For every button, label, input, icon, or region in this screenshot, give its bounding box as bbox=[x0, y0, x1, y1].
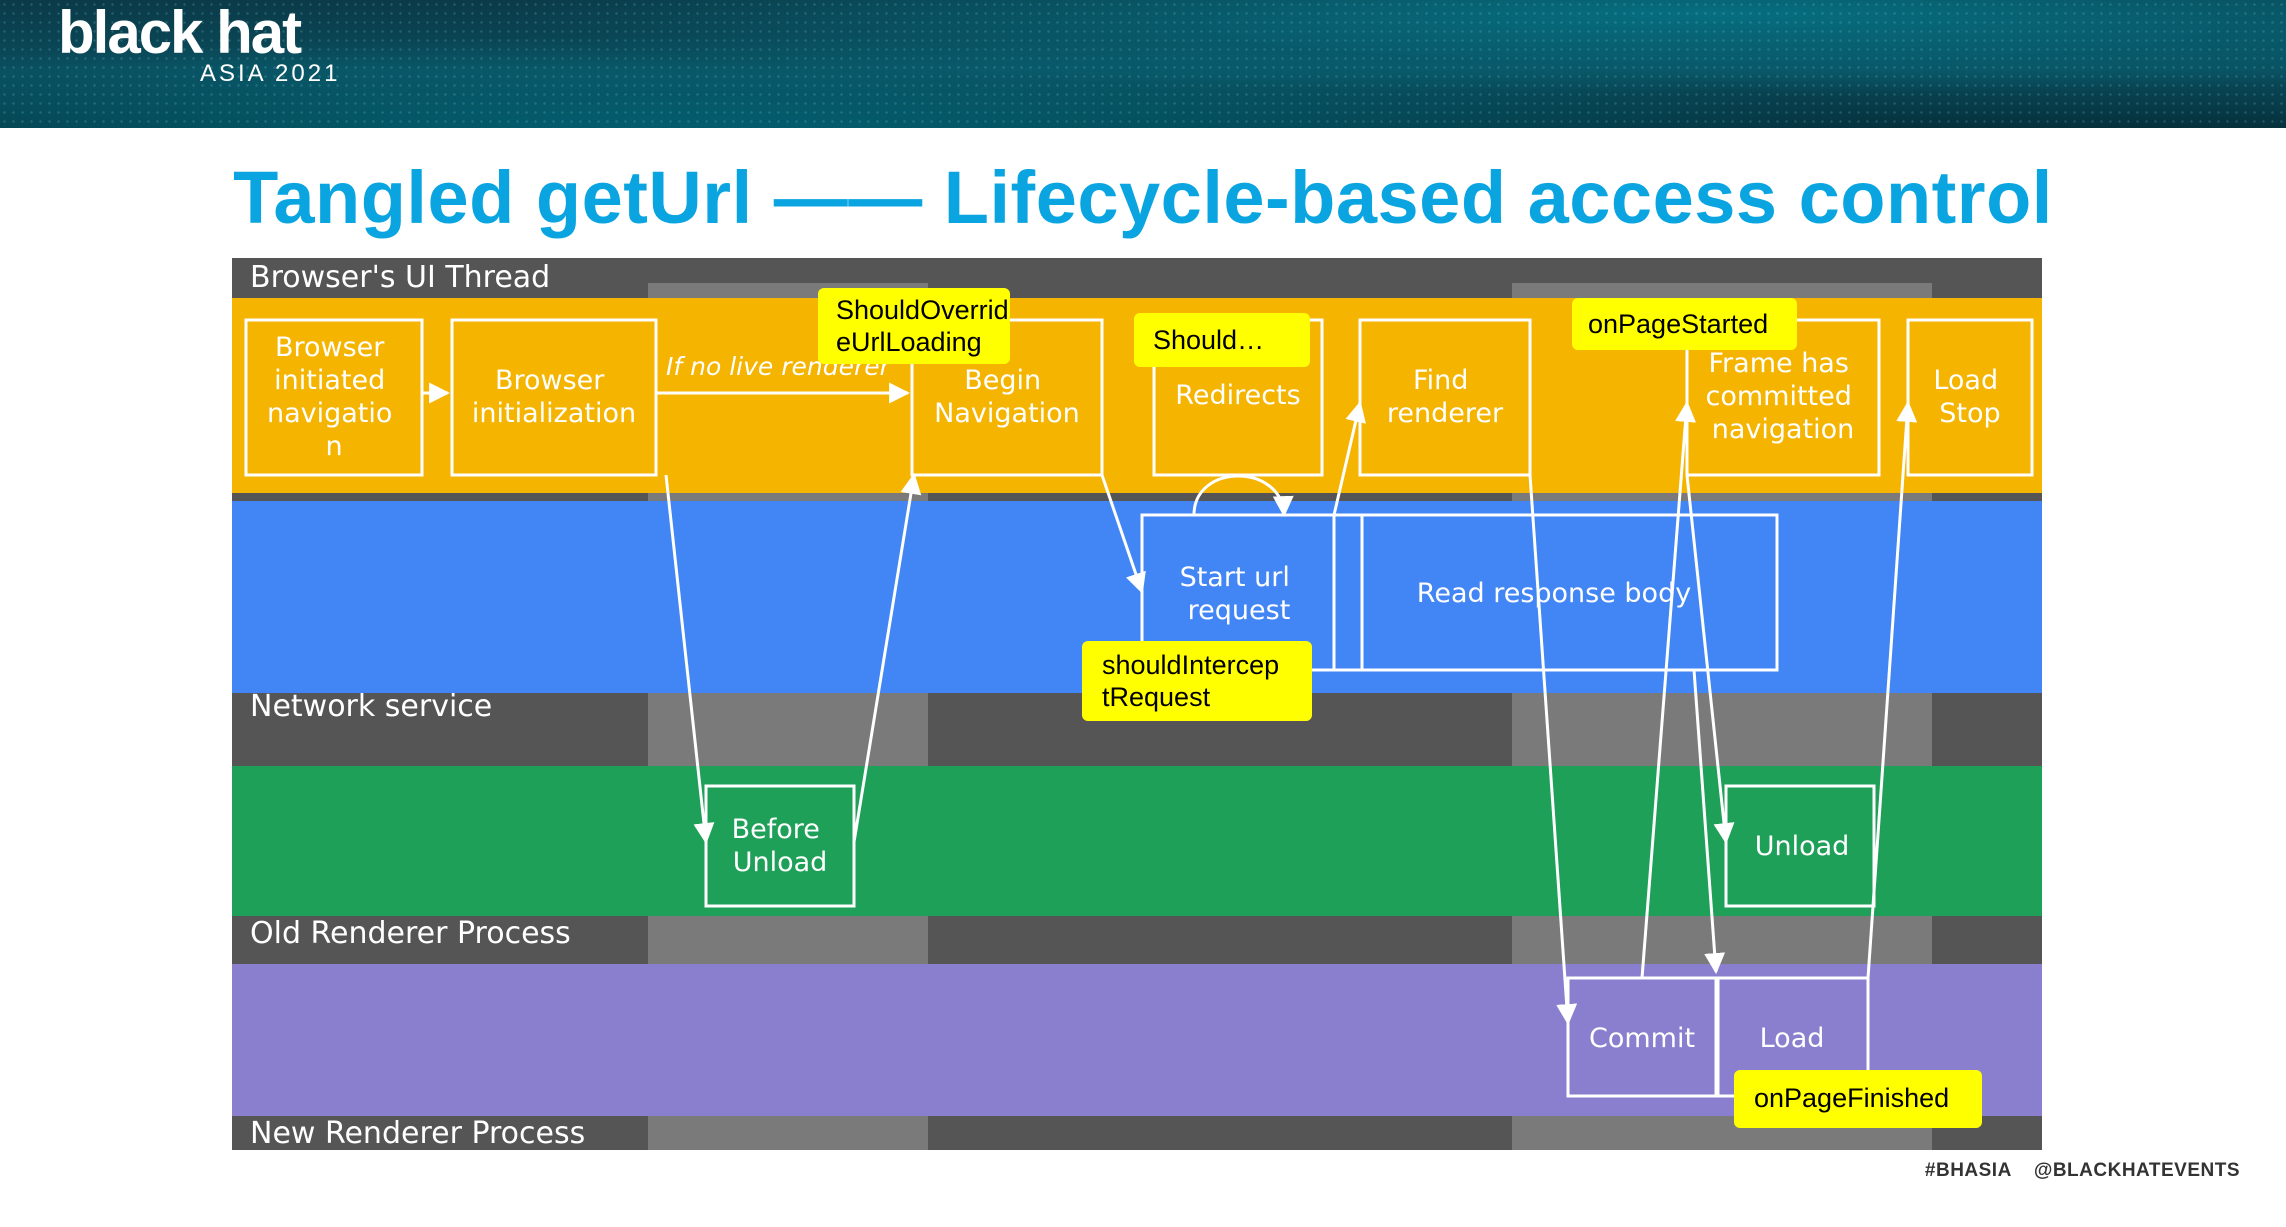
label-read-response-body: Read response body bbox=[1417, 578, 1691, 609]
box-load-stop bbox=[1906, 318, 2034, 477]
lane-label-old-renderer: Old Renderer Process bbox=[250, 916, 571, 951]
arrow-load-to-load-stop bbox=[1866, 400, 1918, 979]
arrow-find-renderer-to-commit bbox=[1528, 474, 1578, 1026]
blackhat-logo: black hat bbox=[58, 0, 302, 66]
label-before-unload: Before Unload bbox=[732, 814, 829, 878]
note-on-page-finished: onPageFinished bbox=[1734, 1070, 1982, 1128]
label-commit: Commit bbox=[1589, 1023, 1695, 1054]
lane-label-new-renderer: New Renderer Process bbox=[250, 1116, 585, 1150]
arrow-frame-committed-to-unload bbox=[1685, 474, 1735, 845]
box-unload bbox=[1724, 784, 1876, 908]
lifecycle-diagram: Browser's UI Thread Network service Old … bbox=[232, 258, 2042, 1150]
note-should-override-url-loading: ShouldOverrid eUrlLoading bbox=[818, 288, 1016, 364]
svg-text:ShouldOverrid eUrlLoadin: ShouldOverrid eUrlLoading bbox=[836, 295, 1016, 357]
label-unload: Unload bbox=[1755, 831, 1850, 862]
note-on-page-started: onPageStarted bbox=[1572, 298, 1797, 350]
footer-hashtag: #BHASIA bbox=[1924, 1160, 2012, 1181]
label-begin-navigation: Begin Navigation bbox=[934, 365, 1080, 429]
slide-title: Tangled getUrl —— Lifecycle-based access… bbox=[233, 156, 2053, 239]
arrow-before-unload-to-begin bbox=[852, 472, 922, 843]
label-browser-initialization: Browser initialization bbox=[472, 365, 636, 429]
lane-old-renderer bbox=[232, 766, 2042, 916]
label-find-renderer: Find renderer bbox=[1387, 365, 1504, 429]
footer-handle: @BLACKHATEVENTS bbox=[2033, 1160, 2240, 1181]
arrow-redirect-loop bbox=[1192, 474, 1294, 518]
note-should-intercept-request: shouldIntercep tRequest bbox=[1082, 641, 1312, 721]
label-load: Load bbox=[1760, 1023, 1825, 1054]
box-browser-initiated-navigation bbox=[244, 318, 424, 477]
arrow-begin-to-start-url bbox=[1100, 474, 1146, 594]
box-browser-initialization bbox=[450, 318, 658, 477]
arrow-to-find-renderer bbox=[1332, 400, 1366, 516]
arrow-commit-to-frame-committed bbox=[1640, 400, 1696, 979]
event-subtitle: ASIA 2021 bbox=[200, 60, 341, 87]
label-start-url-request: Start url request bbox=[1180, 562, 1299, 626]
label-browser-initiated-navigation: Browser initiated navigatio n bbox=[267, 332, 401, 462]
lane-label-network: Network service bbox=[250, 689, 492, 724]
banner-texture bbox=[0, 0, 2286, 128]
note-should: Should… bbox=[1134, 313, 1310, 367]
svg-text:onPageFinished: onPageFinished bbox=[1754, 1083, 1949, 1113]
box-find-renderer bbox=[1358, 318, 1532, 477]
svg-text:Should…: Should… bbox=[1153, 325, 1264, 355]
lane-label-ui-thread: Browser's UI Thread bbox=[250, 260, 550, 295]
header-banner: black hat ASIA 2021 bbox=[0, 0, 2286, 128]
label-redirects: Redirects bbox=[1175, 380, 1300, 411]
box-read-response-body bbox=[1332, 513, 1779, 672]
box-before-unload bbox=[704, 784, 856, 908]
svg-text:onPageStarted: onPageStarted bbox=[1588, 309, 1768, 339]
footer-tags: #BHASIA @BLACKHATEVENTS bbox=[1925, 1160, 2240, 1182]
arrow-read-body-to-load bbox=[1692, 669, 1726, 975]
label-frame-committed: Frame has committed navigation bbox=[1706, 348, 1861, 445]
svg-text:shouldIntercep tRequest: shouldIntercep tRequest bbox=[1102, 650, 1287, 712]
label-load-stop: Load Stop bbox=[1933, 365, 2006, 429]
arrow-init-to-before-unload bbox=[664, 474, 715, 845]
